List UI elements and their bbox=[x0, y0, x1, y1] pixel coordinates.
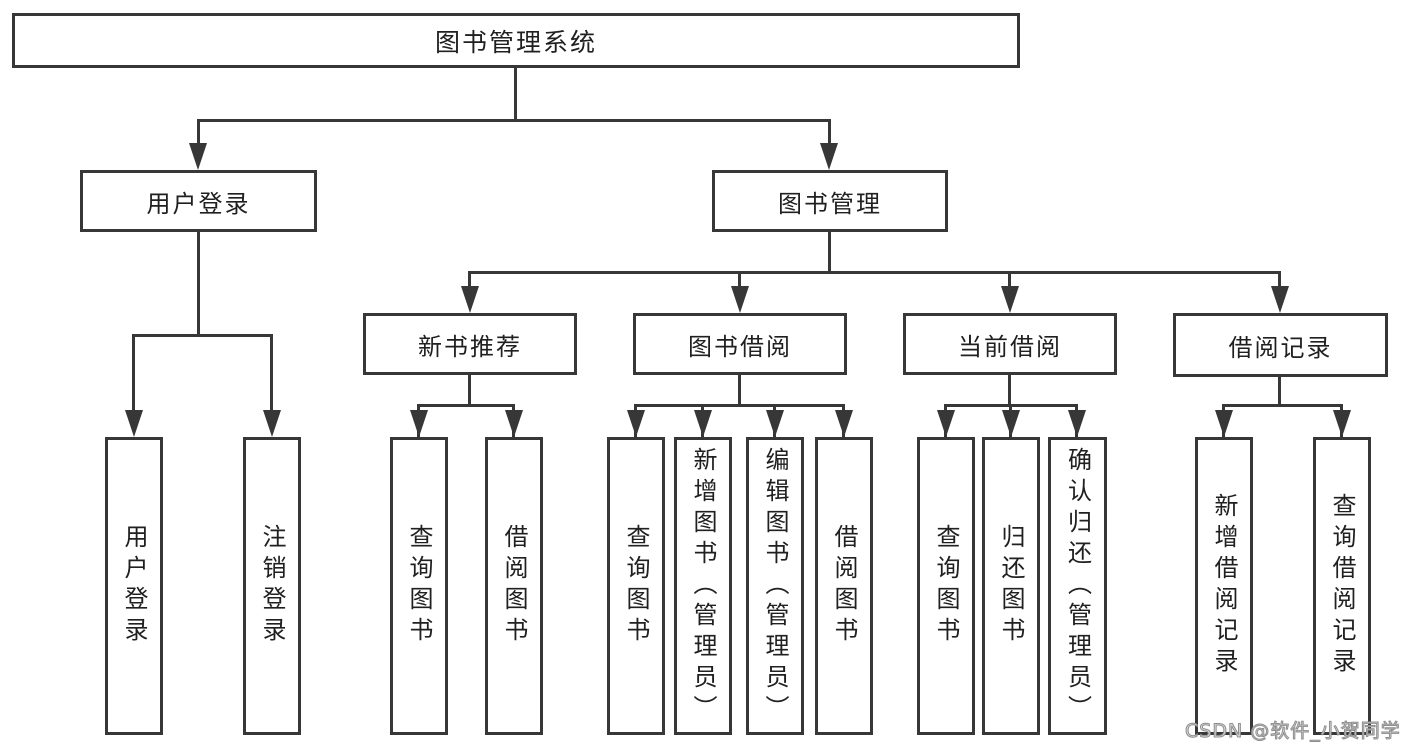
connector-line bbox=[468, 271, 471, 297]
arrow-down-icon bbox=[410, 410, 428, 437]
connector-line bbox=[828, 232, 831, 274]
connector-line bbox=[270, 334, 273, 419]
connector-line bbox=[738, 271, 741, 297]
leaf-query-books-current: 查询图书 bbox=[917, 437, 975, 735]
leaf-edit-books-admin: 编辑图书（管理员） bbox=[746, 437, 804, 735]
arrow-down-icon bbox=[1215, 410, 1233, 437]
watermark: CSDN @软件_小贺同学 bbox=[1185, 720, 1401, 743]
connector-line bbox=[1222, 404, 1343, 407]
connector-line bbox=[197, 119, 831, 122]
node-borrowing-records: 借阅记录 bbox=[1173, 313, 1388, 377]
node-library-management-system: 图书管理系统 bbox=[12, 13, 1020, 68]
arrow-down-icon bbox=[1068, 410, 1086, 437]
connector-line bbox=[132, 334, 135, 419]
node-new-book-recommendation: 新书推荐 bbox=[363, 313, 577, 375]
connector-line bbox=[197, 232, 200, 336]
leaf-add-books-admin: 新增图书（管理员） bbox=[674, 437, 732, 735]
connector-line bbox=[1008, 375, 1011, 406]
arrow-down-icon bbox=[766, 410, 784, 437]
connector-line bbox=[514, 68, 517, 120]
connector-line bbox=[828, 119, 831, 152]
arrow-down-icon bbox=[263, 410, 281, 437]
leaf-query-borrow-record: 查询借阅记录 bbox=[1313, 437, 1371, 735]
node-book-management: 图书管理 bbox=[712, 170, 948, 232]
arrow-down-icon bbox=[820, 143, 838, 170]
arrow-down-icon bbox=[694, 410, 712, 437]
node-book-borrowing: 图书借阅 bbox=[633, 313, 847, 375]
connector-line bbox=[634, 404, 845, 407]
connector-line bbox=[1278, 271, 1281, 297]
connector-line bbox=[738, 375, 741, 406]
arrow-down-icon bbox=[189, 143, 207, 170]
leaf-add-borrow-record: 新增借阅记录 bbox=[1195, 437, 1253, 735]
node-current-borrowing: 当前借阅 bbox=[903, 313, 1117, 375]
leaf-borrow-books-borrowing: 借阅图书 bbox=[815, 437, 873, 735]
connector-line bbox=[417, 404, 515, 407]
arrow-down-icon bbox=[505, 410, 523, 437]
leaf-query-books-borrowing: 查询图书 bbox=[607, 437, 665, 735]
arrow-down-icon bbox=[835, 410, 853, 437]
leaf-logout: 注销登录 bbox=[243, 437, 301, 735]
leaf-borrow-books-recommendation: 借阅图书 bbox=[485, 437, 543, 735]
connector-line bbox=[1008, 271, 1011, 297]
leaf-query-books-recommendation: 查询图书 bbox=[390, 437, 448, 735]
leaf-user-login: 用户登录 bbox=[105, 437, 163, 735]
node-user-login: 用户登录 bbox=[80, 170, 317, 232]
connector-line bbox=[132, 334, 273, 337]
arrow-down-icon bbox=[731, 286, 749, 313]
arrow-down-icon bbox=[125, 410, 143, 437]
leaf-return-books: 归还图书 bbox=[982, 437, 1040, 735]
arrow-down-icon bbox=[1333, 410, 1351, 437]
arrow-down-icon bbox=[1271, 286, 1289, 313]
connector-line bbox=[468, 271, 1281, 274]
arrow-down-icon bbox=[1001, 286, 1019, 313]
connector-line bbox=[1278, 377, 1281, 406]
connector-line bbox=[197, 119, 200, 152]
arrow-down-icon bbox=[461, 286, 479, 313]
leaf-confirm-return-admin: 确认归还（管理员） bbox=[1048, 437, 1107, 735]
arrow-down-icon bbox=[937, 410, 955, 437]
arrow-down-icon bbox=[1002, 410, 1020, 437]
arrow-down-icon bbox=[627, 410, 645, 437]
connector-line bbox=[468, 375, 471, 406]
